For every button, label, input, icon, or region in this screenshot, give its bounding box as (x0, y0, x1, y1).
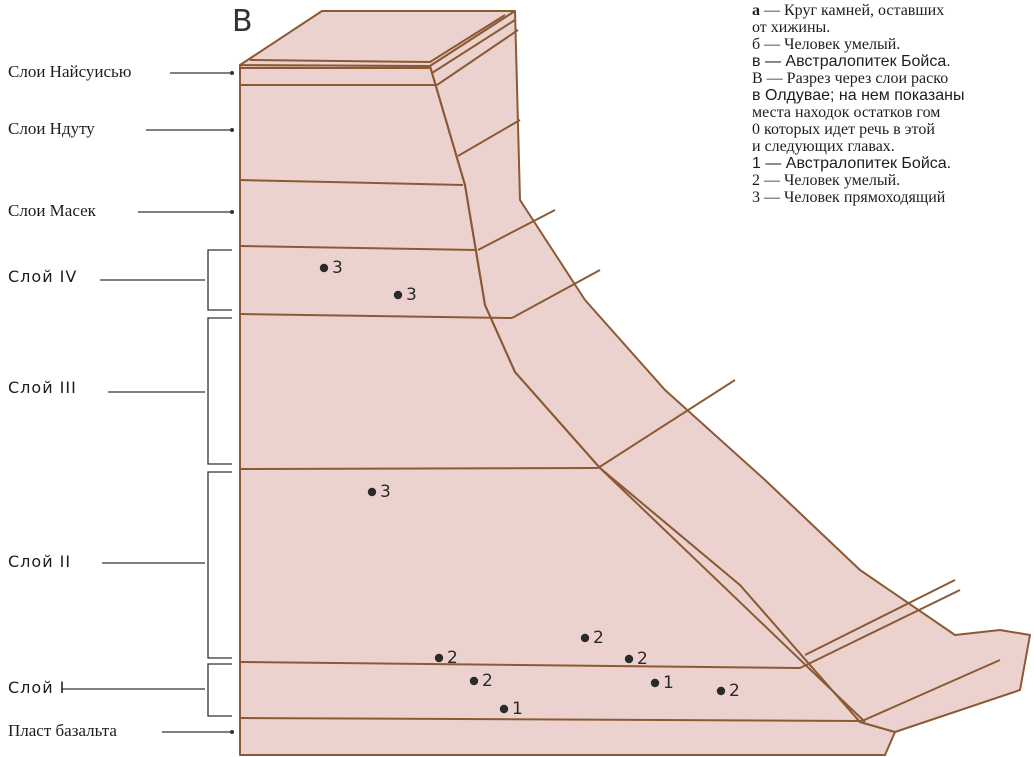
side-line-9 (861, 659, 1001, 722)
layer-brace (207, 663, 232, 717)
side-diagonal (514, 371, 866, 723)
find-site-label: 1 (512, 699, 523, 719)
panel-letter: В (232, 4, 253, 39)
bed4-base (239, 313, 513, 319)
find-site-label: 2 (637, 649, 648, 669)
find-site-dot (434, 653, 444, 663)
find-site-dot (319, 263, 329, 273)
legend-item-1: 1 — Австралопитек Бойса. (752, 155, 952, 172)
legend-a-letter: а (752, 2, 760, 19)
leader-dot (230, 71, 234, 75)
block-body (239, 10, 1031, 756)
legend-caption-1: В — Разрез через слои раско (752, 70, 949, 87)
label-masek: Слои Масек (8, 201, 96, 220)
legend-caption-4: 0 которых идет речь в этой (752, 121, 935, 138)
bed3-base (239, 467, 599, 470)
label-bed4: Слой IV (8, 267, 78, 286)
find-site-label: 1 (663, 673, 674, 693)
ndutu-base (239, 179, 464, 186)
label-bed3: Слой III (8, 378, 77, 397)
leader-dot (230, 210, 234, 214)
find-site-dot (393, 290, 403, 300)
side-line-7 (799, 589, 961, 669)
side-line-5 (511, 269, 601, 319)
leader-dot (230, 128, 234, 132)
label-basalt: Пласт базальта (8, 721, 117, 740)
legend-v: в — Австралопитек Бойса. (752, 53, 951, 70)
side-line-1 (436, 29, 519, 86)
side-line-8 (804, 579, 956, 656)
find-site-label: 2 (447, 648, 458, 668)
legend-a-text: — Круг камней, оставших (760, 2, 945, 19)
layer-braces (207, 249, 232, 717)
find-site-dot (716, 686, 726, 696)
side-line-3 (457, 119, 521, 157)
find-site-label: 2 (482, 671, 493, 691)
side-line-2 (431, 19, 516, 74)
side-line-6 (597, 379, 736, 469)
top-face-line (249, 14, 506, 64)
legend: а — Круг камней, оставших от хижины. б —… (752, 2, 964, 206)
find-site-dot (580, 633, 590, 643)
layer-brace (207, 249, 232, 311)
label-bed1: Слой I (8, 678, 66, 697)
layer-brace (207, 317, 232, 465)
bed1-base (239, 717, 863, 722)
legend-a: а — Круг камней, оставших (752, 2, 964, 19)
layer-brace (207, 471, 232, 659)
masek-base (239, 245, 478, 251)
label-leaders (62, 71, 234, 734)
bed2-base (239, 661, 801, 669)
find-site-label: 3 (406, 285, 417, 305)
find-site-label: 2 (729, 681, 740, 701)
label-bed2: Слой II (8, 552, 72, 571)
legend-item-3: 3 — Человек прямоходящий (752, 189, 946, 206)
find-site-label: 2 (593, 628, 604, 648)
legend-item-2: 2 — Человек умелый. (752, 172, 901, 189)
label-ndutu: Слои Ндуту (8, 119, 95, 138)
find-site-dot (499, 704, 509, 714)
find-site-label: 3 (380, 482, 391, 502)
side-line-4 (477, 209, 556, 251)
find-site-label: 3 (332, 258, 343, 278)
legend-b: б — Человек умелый. (752, 36, 901, 53)
find-site-dot (624, 654, 634, 664)
legend-caption-5: и следующих главах. (752, 138, 895, 155)
find-site-dot (367, 487, 377, 497)
find-site-dot (469, 676, 479, 686)
find-site-dot (650, 678, 660, 688)
front-right-edge-upper (429, 65, 516, 373)
legend-a-cont: от хижины. (752, 19, 831, 36)
bed-boundaries (239, 10, 1001, 756)
label-naisiusiu: Слои Найсуисью (8, 62, 132, 81)
legend-caption-3: места находок остатков гом (752, 104, 941, 121)
legend-caption-2: в Олдувае; на нем показаны (752, 87, 965, 104)
leader-dot (230, 730, 234, 734)
